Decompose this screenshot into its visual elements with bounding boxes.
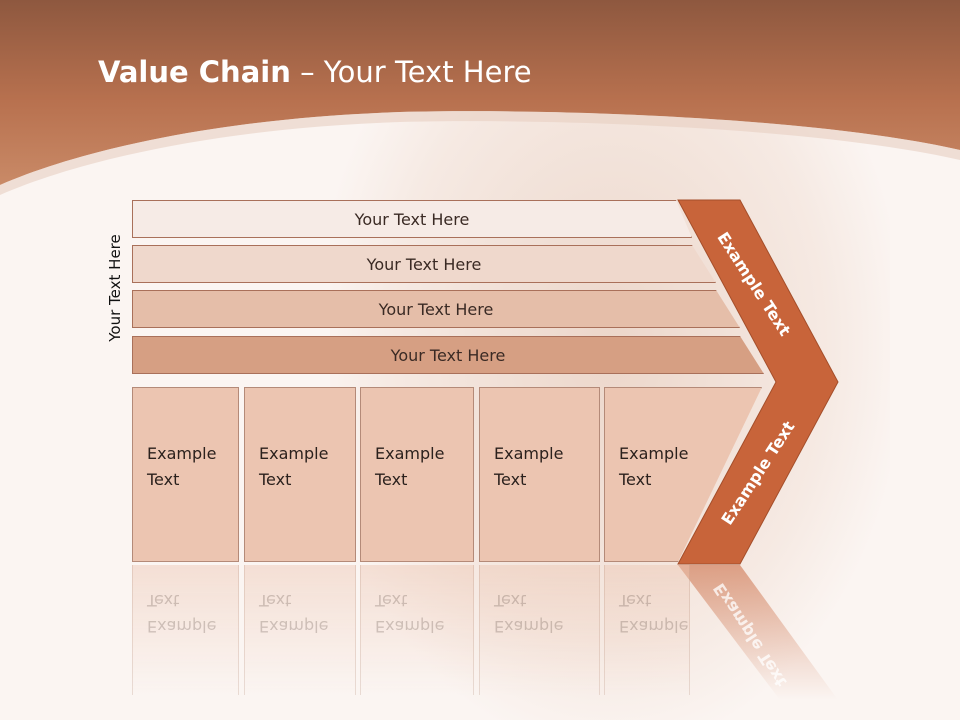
column-4-reflection-line2: Text (494, 591, 527, 610)
row-4: Your Text Here (132, 336, 764, 374)
column-1-line2: Text (147, 470, 180, 489)
column-3-reflection-text: Example Text (375, 587, 455, 665)
column-4-line1: Example (494, 444, 564, 463)
column-5-reflection-line1: Example (619, 617, 689, 636)
title-rest: – Your Text Here (290, 55, 532, 89)
chevron-shape (677, 199, 839, 565)
column-3-line2: Text (375, 470, 408, 489)
row-2: Your Text Here (132, 245, 716, 283)
title-bold: Value Chain (98, 55, 291, 89)
column-1-reflection-line1: Example (147, 617, 217, 636)
column-1-line1: Example (147, 444, 217, 463)
column-4-reflection-text: Example Text (494, 587, 574, 665)
column-4: Example Text (479, 387, 600, 562)
column-2-reflection-text: Example Text (259, 587, 339, 665)
row-1: Your Text Here (132, 200, 692, 238)
header-band (0, 0, 960, 195)
column-3-reflection-line2: Text (375, 591, 408, 610)
column-1-reflection-text: Example Text (147, 587, 227, 665)
column-3: Example Text (360, 387, 474, 562)
column-2: Example Text (244, 387, 356, 562)
column-2-reflection-line1: Example (259, 617, 329, 636)
column-4-line2: Text (494, 470, 527, 489)
page-title: Value Chain – Your Text Here (98, 55, 532, 89)
chevron-reflection (678, 565, 838, 700)
column-1-reflection-line2: Text (147, 591, 180, 610)
column-3-reflection: Example Text (360, 565, 474, 695)
column-2-reflection-line2: Text (259, 591, 292, 610)
column-4-reflection-line1: Example (494, 617, 564, 636)
column-4-reflection: Example Text (479, 565, 600, 695)
column-1: Example Text (132, 387, 239, 562)
column-2-line2: Text (259, 470, 292, 489)
row-3: Your Text Here (132, 290, 740, 328)
column-3-reflection-line1: Example (375, 617, 445, 636)
column-5-line1: Example (619, 444, 689, 463)
row-1-label: Your Text Here (354, 209, 470, 229)
column-3-line1: Example (375, 444, 445, 463)
row-3-label: Your Text Here (378, 299, 494, 319)
row-2-label: Your Text Here (366, 254, 482, 274)
column-5-line2: Text (619, 470, 652, 489)
row-4-label: Your Text Here (390, 345, 506, 365)
column-5-reflection-text: Example Text (619, 587, 689, 665)
column-5-reflection-line2: Text (619, 591, 652, 610)
column-2-reflection: Example Text (244, 565, 356, 695)
column-2-line1: Example (259, 444, 329, 463)
column-5-reflection: Example Text (604, 565, 690, 695)
column-1-reflection: Example Text (132, 565, 239, 695)
